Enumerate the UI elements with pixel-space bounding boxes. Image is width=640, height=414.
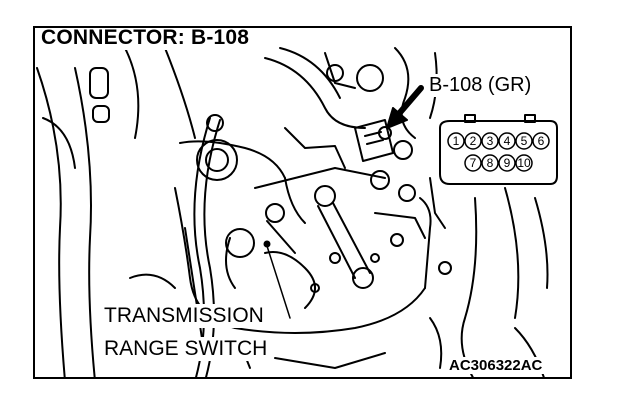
- left-hoses: [36, 47, 196, 377]
- component-label-line1: TRANSMISSION: [101, 304, 267, 328]
- engine-line-drawing: [36, 47, 558, 377]
- connector-pin-number: 7: [470, 156, 477, 170]
- connector-pin-circle: [481, 154, 499, 172]
- connector-pin-number: 5: [521, 134, 528, 148]
- connector-face: [439, 114, 558, 185]
- connector-pin-number: 9: [504, 156, 511, 170]
- connector-pin-circle: [532, 132, 550, 150]
- connector-pin-number: 2: [470, 134, 477, 148]
- callout-arrow: [386, 85, 424, 129]
- connector-pin-circle: [464, 154, 482, 172]
- connector-callout-label: B-108 (GR): [427, 74, 534, 97]
- connector-body: [354, 119, 413, 162]
- connector-pin-number: 4: [504, 134, 511, 148]
- connector-pin-circle: [498, 154, 516, 172]
- connector-pin-circle: [481, 132, 499, 150]
- connector-pin-circle: [498, 132, 516, 150]
- component-label-line2: RANGE SWITCH: [101, 337, 271, 361]
- switch-leader: [263, 240, 291, 319]
- right-structure: [429, 177, 549, 377]
- connector-title: CONNECTOR: B-108: [39, 28, 254, 50]
- connector-pin-number: 10: [517, 156, 531, 170]
- connector-pin-circle: [515, 132, 533, 150]
- connector-pin-number: 3: [487, 134, 494, 148]
- connector-pin-number: 1: [453, 134, 460, 148]
- connector-pin-number: 6: [538, 134, 545, 148]
- connector-pin-number: 8: [487, 156, 494, 170]
- connector-pin-circle: [447, 132, 465, 150]
- figure-code: AC306322AC: [447, 357, 545, 374]
- connector-pin-circle: [515, 154, 533, 172]
- transmission-body: [174, 140, 432, 334]
- engine-upper: [264, 47, 438, 169]
- connector-pin-circle: [464, 132, 482, 150]
